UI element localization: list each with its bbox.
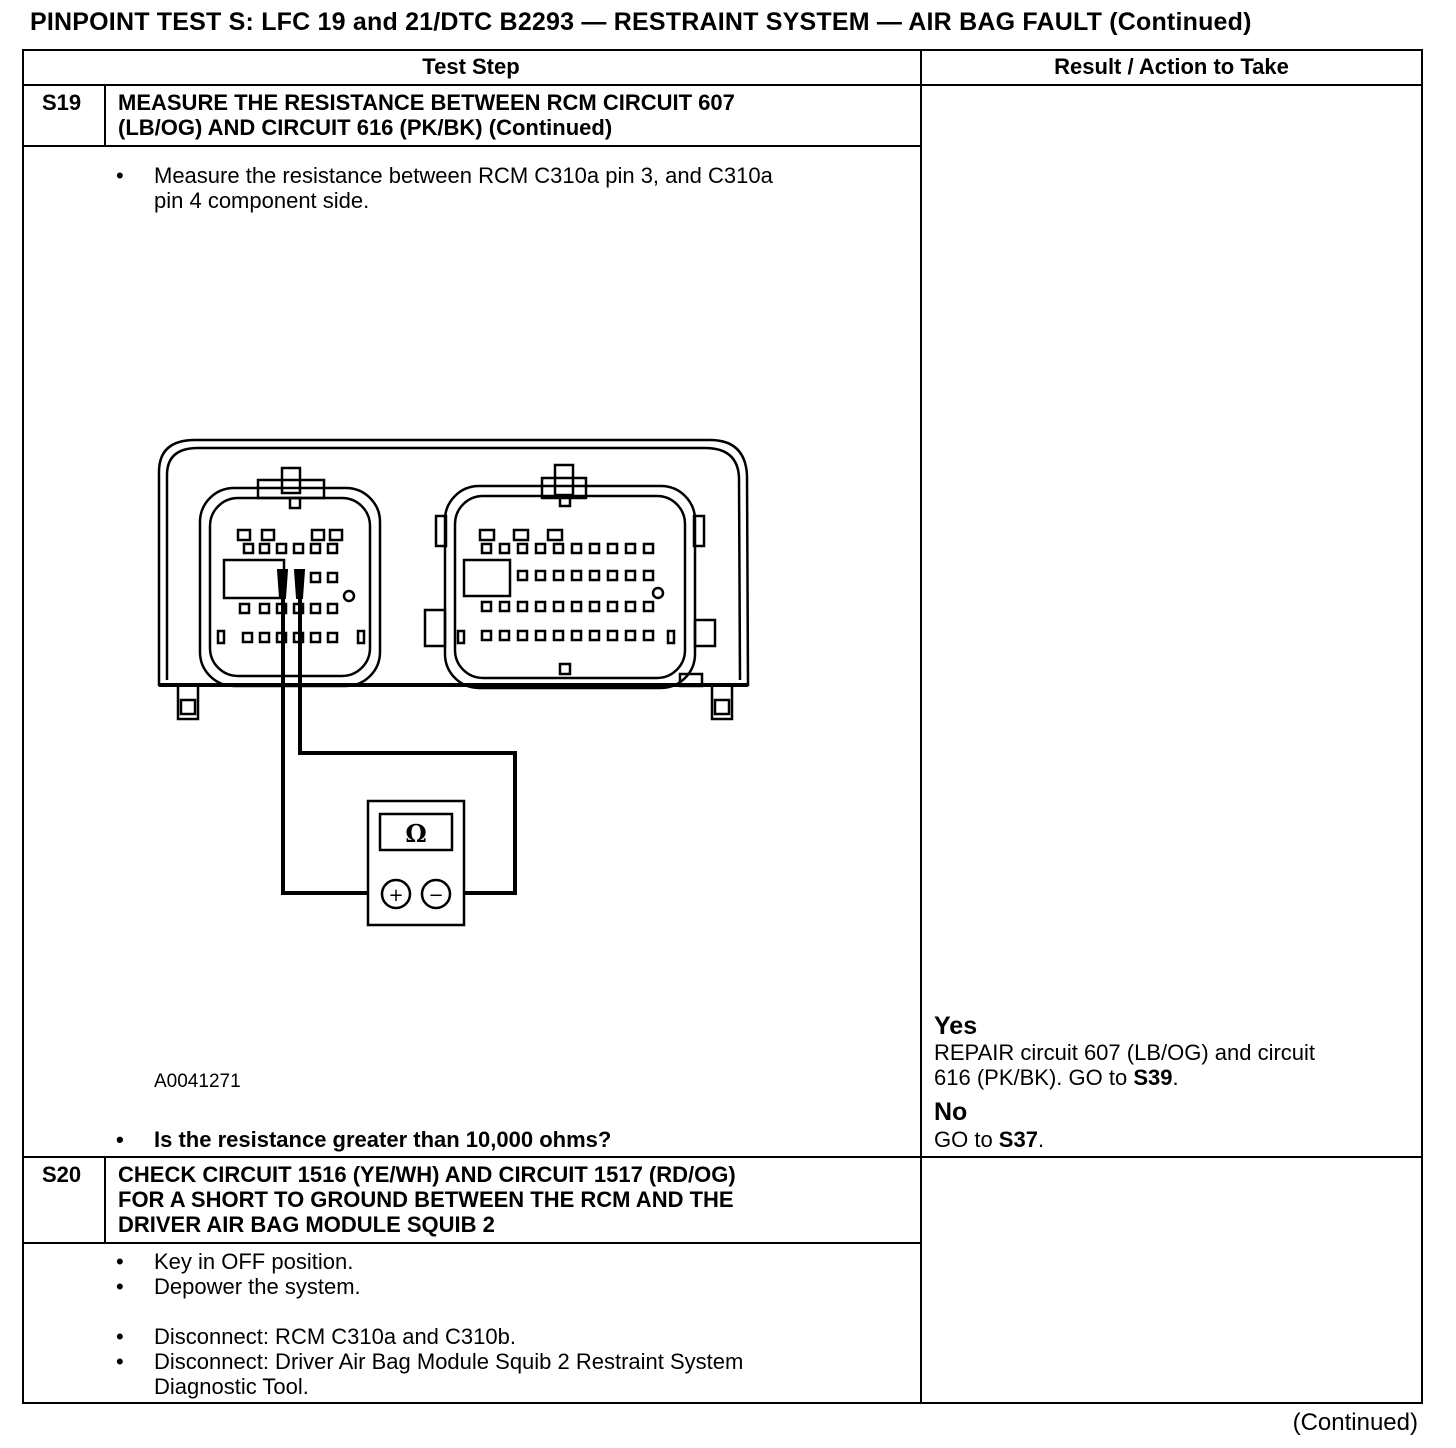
- bullet-text: Disconnect: RCM C310a and C310b.: [154, 1324, 516, 1349]
- bullet-dot: •: [116, 1324, 124, 1349]
- result-no-text: GO to S37.: [934, 1127, 1404, 1152]
- header-divider: [22, 84, 1423, 86]
- figure-id: A0041271: [154, 1071, 241, 1092]
- s20-title-underline: [22, 1242, 922, 1244]
- table-border-right: [1421, 49, 1423, 1404]
- result-yes-end: .: [1172, 1065, 1179, 1090]
- result-yes-text: REPAIR circuit 607 (LB/OG) and circuit 6…: [934, 1040, 1404, 1090]
- s19-bullet-measure: • Measure the resistance between RCM C31…: [116, 163, 906, 223]
- step-title-s20: CHECK CIRCUIT 1516 (YE/WH) AND CIRCUIT 1…: [118, 1162, 736, 1237]
- question-text: Is the resistance greater than 10,000 oh…: [154, 1127, 612, 1152]
- bullet-text: Key in OFF position.: [154, 1249, 354, 1274]
- rcm-connector-diagram: Ω + −: [157, 438, 750, 927]
- bullet-dot: •: [116, 163, 124, 188]
- meter-minus-terminal: −: [428, 885, 443, 906]
- s19-title-underline: [22, 145, 922, 147]
- result-no-end: .: [1037, 1127, 1045, 1152]
- step-id-s19: S19: [42, 90, 82, 115]
- meter-probes: [276, 569, 306, 599]
- result-yes-action: REPAIR circuit 607 (LB/OG) and circuit 6…: [934, 1040, 1316, 1090]
- bullet-text: Depower the system.: [154, 1274, 361, 1299]
- bullet-text: Measure the resistance between RCM C310a…: [154, 163, 773, 213]
- result-no-action: GO to: [934, 1127, 999, 1152]
- bullet-dot: •: [116, 1274, 124, 1299]
- ohm-symbol: Ω: [405, 819, 426, 848]
- result-yes-ref[interactable]: S39: [1133, 1065, 1173, 1090]
- ohmmeter: [366, 799, 466, 927]
- continued-footer: (Continued): [1292, 1409, 1418, 1436]
- bullet-dot: •: [116, 1349, 124, 1374]
- module-housing: [157, 438, 750, 687]
- table-border-bottom: [22, 1402, 1423, 1404]
- column-divider: [920, 49, 922, 1404]
- row-divider-s19-s20: [22, 1156, 1423, 1158]
- page-title: PINPOINT TEST S: LFC 19 and 21/DTC B2293…: [30, 8, 1252, 36]
- result-no-label: No: [934, 1098, 968, 1126]
- meter-plus-terminal: +: [388, 885, 403, 906]
- result-yes-label: Yes: [934, 1012, 978, 1040]
- s20-bullet-key-off: • Key in OFF position.: [116, 1249, 906, 1274]
- s19-question: • Is the resistance greater than 10,000 …: [116, 1127, 906, 1154]
- bullet-dot: •: [116, 1249, 124, 1274]
- step-id-s20: S20: [42, 1162, 82, 1187]
- s20-bullet-depower: • Depower the system.: [116, 1274, 906, 1299]
- meter-leads: [281, 598, 517, 895]
- bullet-text: Disconnect: Driver Air Bag Module Squib …: [154, 1349, 744, 1399]
- s20-id-divider: [104, 1156, 106, 1244]
- table-border-top: [22, 49, 1423, 51]
- s19-id-divider: [104, 84, 106, 147]
- step-title-s19: MEASURE THE RESISTANCE BETWEEN RCM CIRCU…: [118, 90, 735, 140]
- bullet-dot: •: [116, 1127, 124, 1152]
- result-no-ref[interactable]: S37: [998, 1127, 1038, 1152]
- header-result-action: Result / Action to Take: [1054, 54, 1289, 79]
- table-border-left: [22, 49, 24, 1404]
- s20-bullet-disconnect-driver: • Disconnect: Driver Air Bag Module Squi…: [116, 1349, 906, 1399]
- s20-bullet-disconnect-rcm: • Disconnect: RCM C310a and C310b.: [116, 1324, 906, 1349]
- header-test-step: Test Step: [422, 54, 520, 79]
